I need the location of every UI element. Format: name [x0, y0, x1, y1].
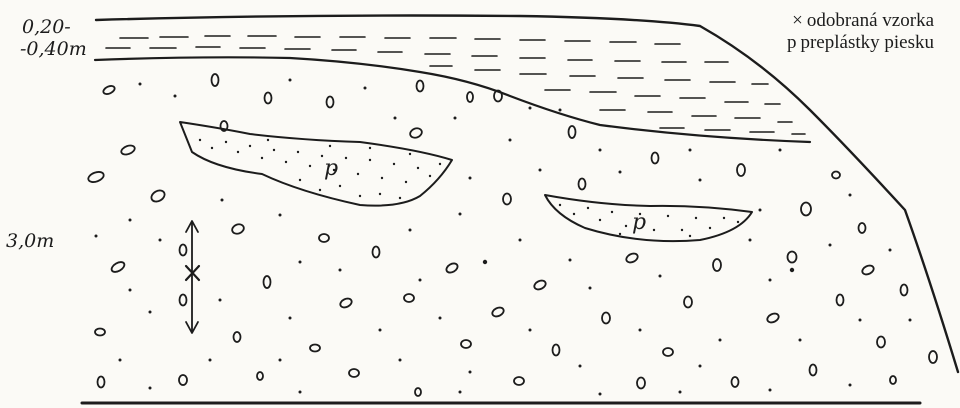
- legend-sand-text: preplástky piesku: [800, 32, 934, 53]
- depth-label-topsoil-base: -0,40m: [20, 40, 87, 59]
- sand-lens-2: [545, 195, 752, 241]
- gravel-dots: [95, 79, 912, 396]
- legend-sample-text: odobraná vzorka: [807, 10, 934, 31]
- depth-label-sample: 3,0m: [6, 232, 54, 251]
- legend-sample-symbol: ×: [792, 10, 803, 31]
- depth-label-top: 0,20-: [22, 18, 71, 37]
- topsoil-base-line: [95, 57, 810, 142]
- sand-lens-1-label: p: [324, 158, 338, 180]
- legend-sand-symbol: p: [787, 32, 797, 53]
- gravel-pebbles: [87, 74, 937, 396]
- sand-lens-2-label: p: [632, 212, 646, 234]
- sand-lens-2-stipple: [559, 204, 739, 237]
- legend-item-sample: ×odobraná vzorka: [787, 10, 934, 32]
- surface-line: [96, 16, 958, 373]
- sand-lens-1: [180, 122, 452, 206]
